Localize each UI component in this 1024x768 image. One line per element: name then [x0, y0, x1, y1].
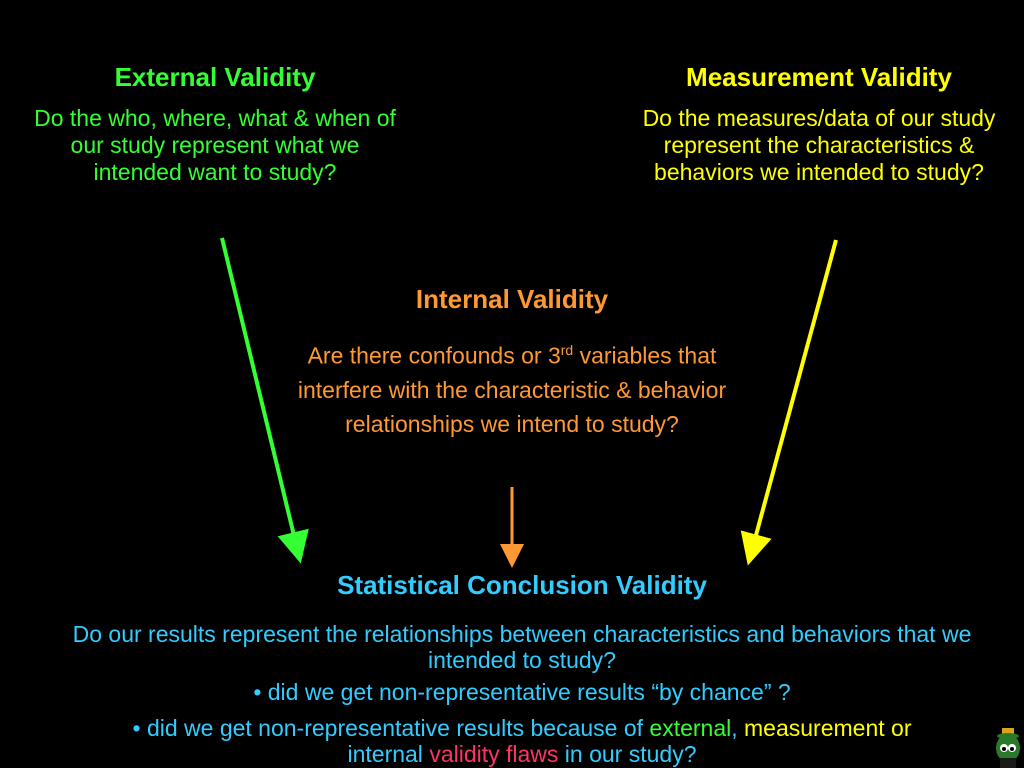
- bullet2-text-c: in our study?: [558, 741, 697, 767]
- external-arrow: [220, 237, 309, 564]
- internal-validity-block: Internal Validity Are there confounds or…: [296, 284, 728, 441]
- measurement-validity-block: Measurement Validity Do the measures/dat…: [636, 62, 1002, 186]
- statistical-conclusion-block: Statistical Conclusion Validity Do our r…: [20, 570, 1024, 767]
- bullet2-measurement: measurement or: [744, 715, 912, 741]
- statistical-conclusion-text: Do our results represent the relationshi…: [72, 621, 972, 673]
- bullet2-validity-flaws: validity flaws: [429, 741, 559, 767]
- external-validity-text: Do the who, where, what & when of our st…: [34, 105, 396, 185]
- internal-validity-title: Internal Validity: [415, 284, 609, 314]
- internal-text-pre: Are there confounds or 3: [307, 342, 561, 369]
- bullet-by-chance: • did we get non-representative results …: [253, 679, 791, 705]
- bullet2-external: external: [649, 715, 732, 741]
- internal-validity-text: Are there confounds or 3rd variables tha…: [296, 333, 728, 441]
- external-validity-block: External Validity Do the who, where, wha…: [30, 62, 400, 186]
- bullet-validity-flaws: • did we get non-representative results …: [20, 715, 1024, 767]
- internal-text-superscript: rd: [560, 342, 574, 358]
- bullet2-text-a: • did we get non-representative results …: [132, 715, 650, 741]
- external-validity-title: External Validity: [114, 62, 316, 92]
- internal-text-post: variables that interfere with the charac…: [297, 342, 727, 437]
- bullet2-comma: ,: [731, 715, 745, 741]
- measurement-validity-text: Do the measures/data of our study repres…: [642, 105, 996, 185]
- bullet2-text-b: internal: [347, 741, 430, 767]
- measurement-arrow: [740, 239, 838, 566]
- statistical-conclusion-title: Statistical Conclusion Validity: [337, 570, 707, 600]
- cartoon-character-icon: [996, 728, 1020, 768]
- measurement-validity-title: Measurement Validity: [686, 62, 952, 92]
